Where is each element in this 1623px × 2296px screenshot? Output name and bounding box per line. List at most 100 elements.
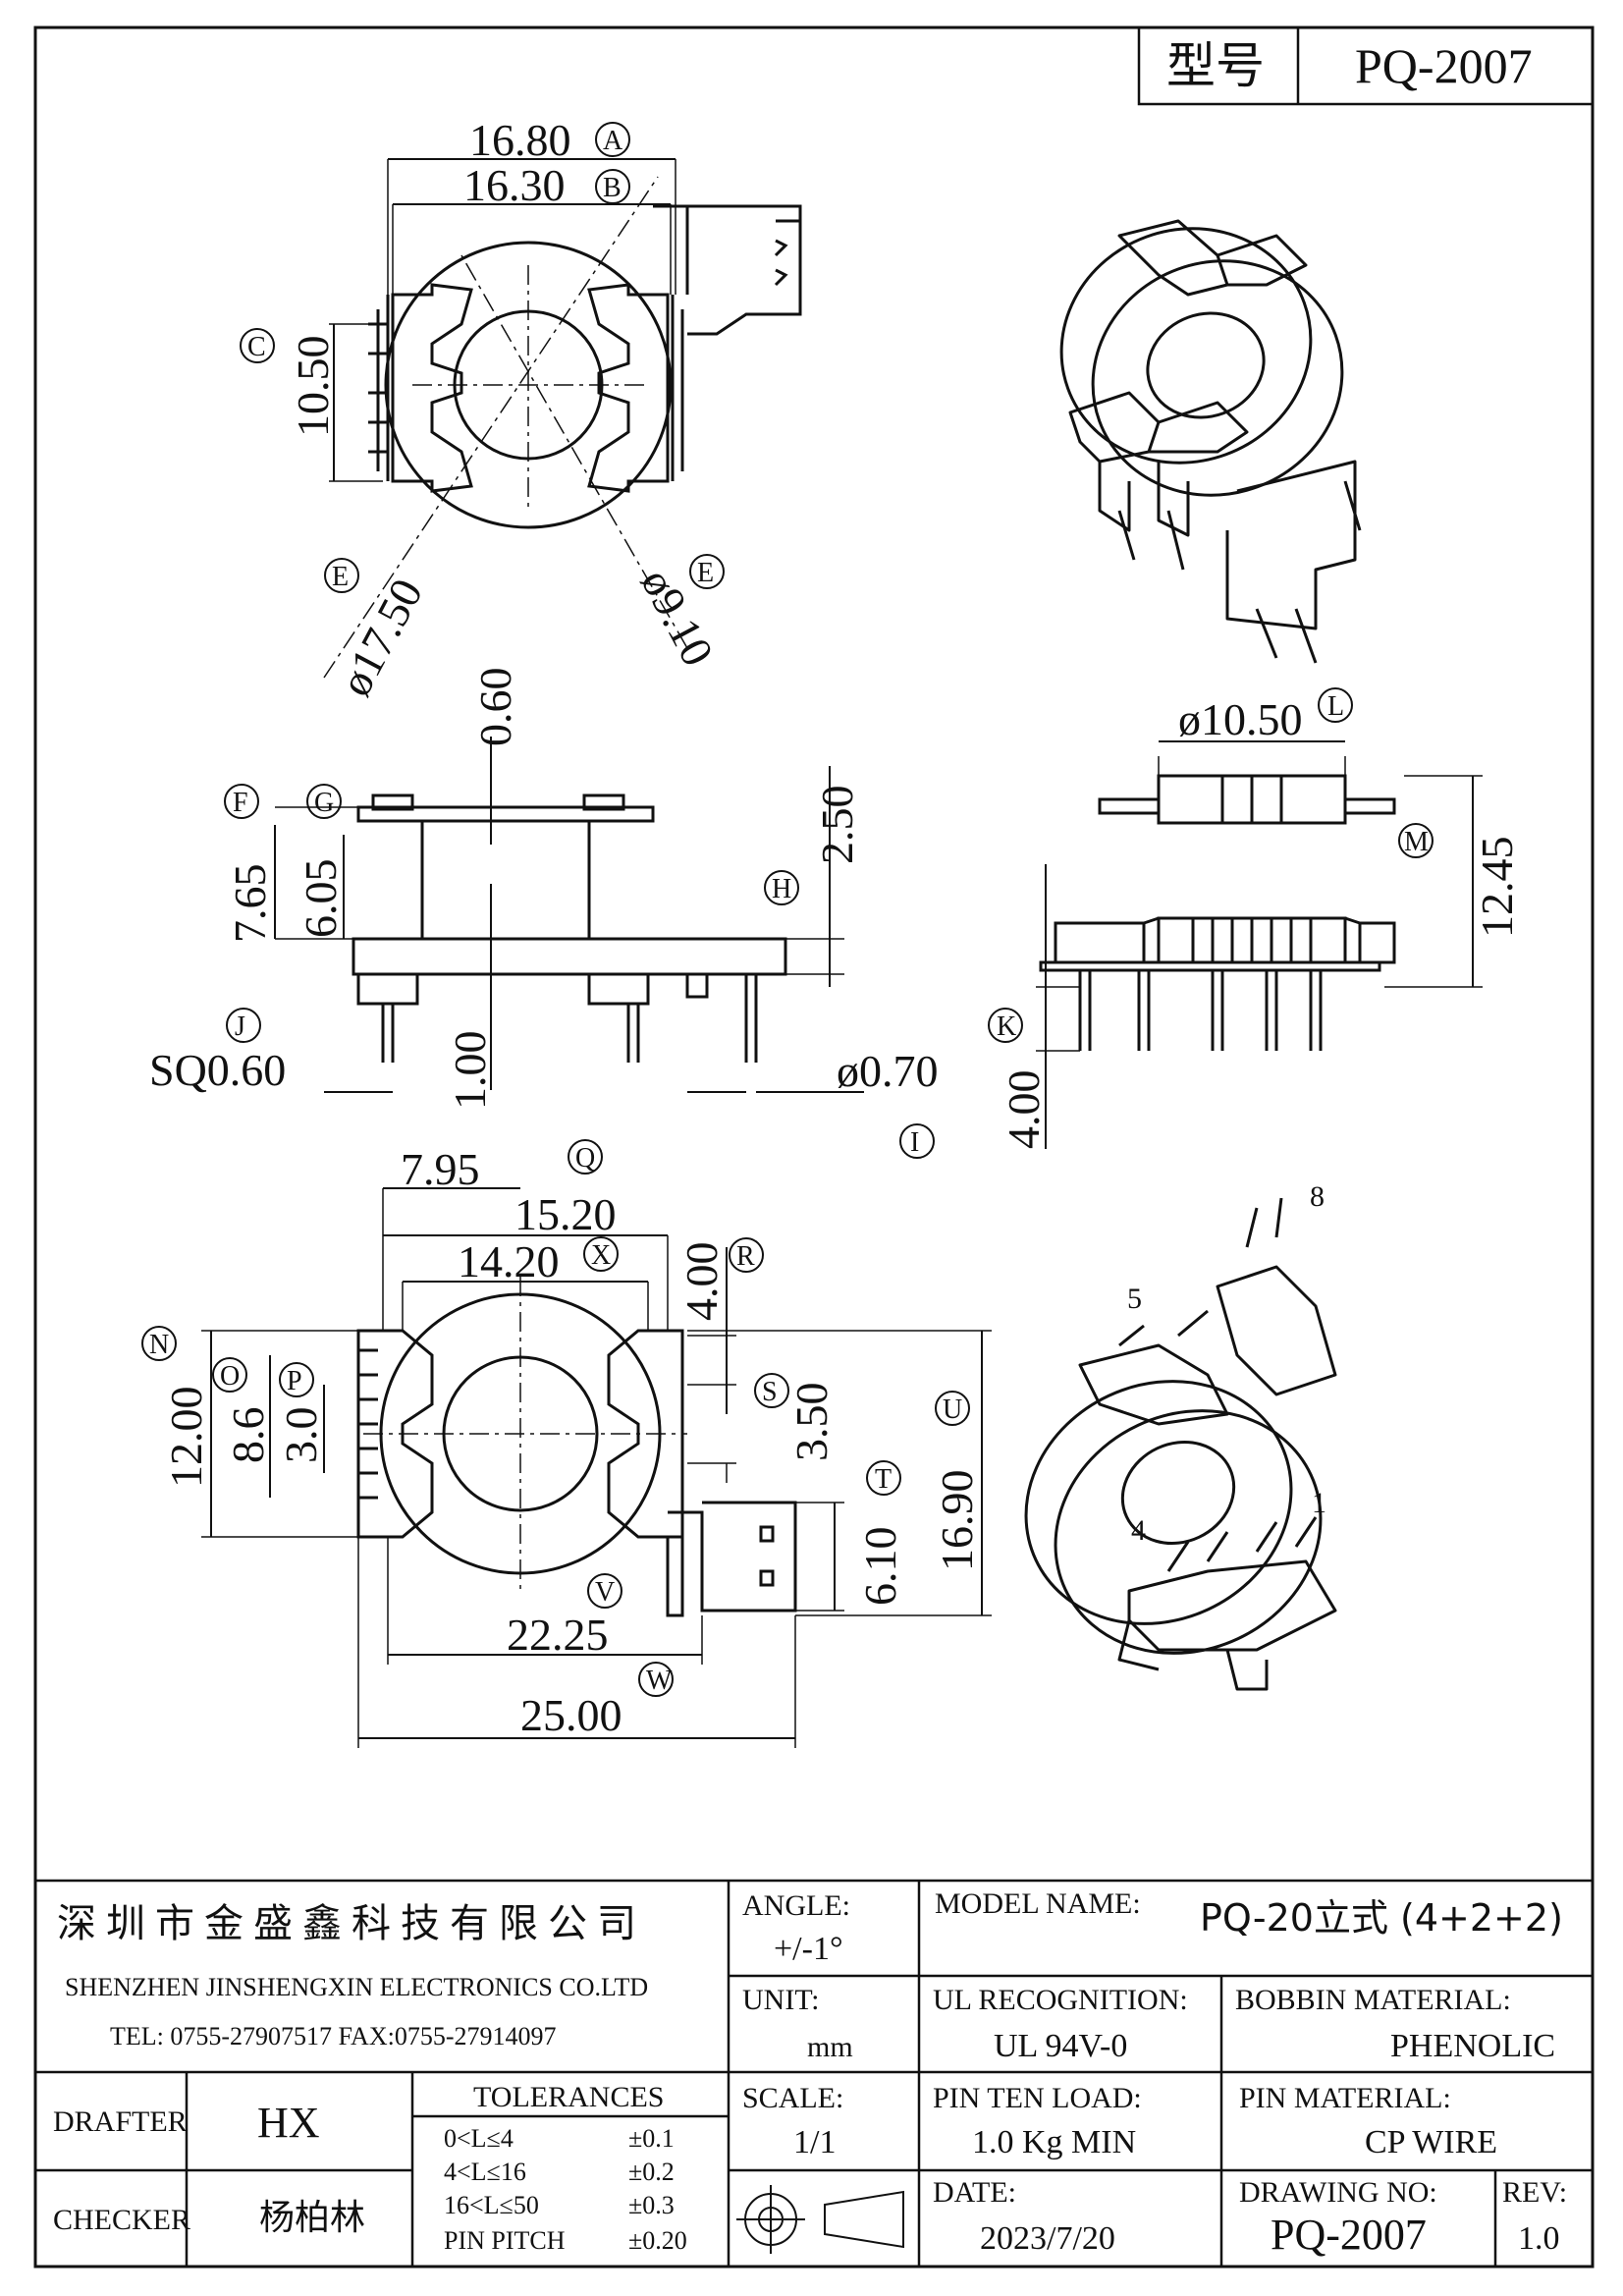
model-value: PQ-2007 [1355,38,1533,93]
scale-value: 1/1 [793,2124,836,2160]
dim-l-value: ø10.50 [1178,694,1303,744]
scale-label: SCALE: [742,2082,843,2114]
dim-u-letter: U [943,1394,962,1425]
pin-label-8: 8 [1310,1180,1325,1213]
side-view [274,737,864,1093]
tol-range-3: 16<L≤50 [444,2191,539,2219]
dim-s-value: 3.50 [786,1383,837,1462]
dim-b-letter: B [603,173,622,203]
pin-label-5: 5 [1127,1283,1142,1315]
dim-h-value: 2.50 [812,786,862,865]
date-value: 2023/7/20 [980,2220,1115,2257]
rev-value: 1.0 [1518,2220,1560,2257]
ul-label: UL RECOGNITION: [933,1984,1188,2016]
iso-view-1 [1059,219,1362,664]
pin-material-value: CP WIRE [1365,2124,1497,2160]
tol-value-4: ±0.20 [628,2226,687,2255]
tol-value-2: ±0.2 [628,2158,675,2186]
front-view [1036,740,1483,1149]
dim-a-letter: A [603,126,623,156]
dim-t-value: 6.10 [855,1527,905,1607]
dim-c-letter: C [247,332,266,362]
dim-o-letter: O [220,1361,240,1392]
dim-m-letter: M [1404,827,1429,857]
dim-v-value: 22.25 [507,1610,609,1660]
dim-w-value: 25.00 [520,1690,622,1740]
angle-value: +/-1° [774,1931,843,1967]
dim-n-letter: N [149,1330,169,1360]
drawing-no-value: PQ-2007 [1271,2211,1427,2259]
pin-material-label: PIN MATERIAL: [1239,2082,1451,2114]
dim-f-value: 7.65 [225,864,275,944]
pin-label-4: 4 [1131,1514,1146,1547]
dim-p-letter: P [287,1366,302,1396]
dim-j-letter: J [235,1011,245,1042]
dim-q-letter: Q [575,1143,595,1174]
checker-value: 杨柏林 [259,2198,365,2238]
rev-label: REV: [1502,2176,1567,2209]
model-name-label: MODEL NAME: [935,1887,1141,1920]
dim-e2-letter: E [697,558,714,588]
tol-range-2: 4<L≤16 [444,2158,526,2186]
dim-h-letter: H [772,874,791,904]
dim-g-letter: G [314,788,334,818]
model-box [1137,26,1595,106]
drafter-value: HX [257,2099,320,2147]
dim-f-letter: F [233,788,248,818]
dim-i-value: ø0.70 [837,1046,939,1096]
tol-value-1: ±0.1 [628,2124,675,2153]
dim-q0-value: 7.95 [401,1144,480,1194]
unit-label: UNIT: [742,1984,820,2016]
bobbin-material-label: BOBBIN MATERIAL: [1235,1984,1511,2016]
company-contact: TEL: 0755-27907517 FAX:0755-27914097 [110,2022,557,2050]
angle-label: ANGLE: [742,1889,850,1922]
tol-range-1: 0<L≤4 [444,2124,514,2153]
dim-b-value: 16.30 [463,160,566,210]
drawing-no-label: DRAWING NO: [1239,2176,1437,2209]
dim-m-value: 12.45 [1472,837,1522,939]
tol-range-4: PIN PITCH [444,2226,566,2255]
bobbin-material-value: PHENOLIC [1390,2028,1555,2064]
dim-i-letter: I [910,1127,919,1158]
dim-r-value: 4.00 [676,1242,727,1322]
title-block-grid [35,1879,1593,2267]
dim-r-letter: R [736,1241,755,1272]
dim-l-letter: L [1327,691,1344,722]
dim-n-value: 12.00 [161,1387,211,1489]
tolerances-label: TOLERANCES [473,2081,664,2113]
dim-k-value: 4.00 [999,1070,1049,1150]
dim-v-letter: V [595,1577,615,1608]
dim-pin-len-value: 1.00 [445,1031,495,1111]
bottom-view [201,1187,992,1748]
dim-a-value: 16.80 [469,115,571,165]
third-angle-symbol [736,2185,904,2254]
dim-k-letter: K [997,1011,1016,1042]
dim-e1-letter: E [332,562,349,592]
company-name-cn: 深圳市金盛鑫科技有限公司 [57,1901,646,1946]
sheet-border [33,26,1595,2269]
pin-load-label: PIN TEN LOAD: [933,2082,1142,2114]
dim-j-value: SQ0.60 [149,1045,286,1095]
dim-top-gap-value: 0.60 [470,668,520,747]
dim-o-value: 8.6 [223,1407,273,1464]
model-name-value: PQ-20立式 (4+2+2) [1200,1896,1563,1940]
dim-x-value: 14.20 [458,1236,560,1286]
tol-value-3: ±0.3 [628,2191,675,2219]
dim-c-value: 10.50 [288,336,338,438]
model-label: 型号 [1166,37,1265,94]
pin-label-1: 1 [1312,1487,1326,1519]
pin-load-value: 1.0 Kg MIN [972,2124,1136,2160]
top-view [323,158,802,679]
dim-x-letter: X [591,1240,611,1271]
unit-value: mm [807,2031,853,2063]
company-name-en: SHENZHEN JINSHENGXIN ELECTRONICS CO.LTD [65,1973,648,2001]
dim-t-letter: T [875,1464,892,1495]
date-label: DATE: [933,2176,1016,2209]
ul-value: UL 94V-0 [994,2028,1127,2064]
dim-p-value: 3.0 [276,1407,326,1464]
dim-q-value: 15.20 [514,1189,617,1239]
drafter-label: DRAFTER [53,2105,188,2138]
checker-label: CHECKER [53,2204,190,2236]
dim-s-letter: S [762,1377,778,1407]
